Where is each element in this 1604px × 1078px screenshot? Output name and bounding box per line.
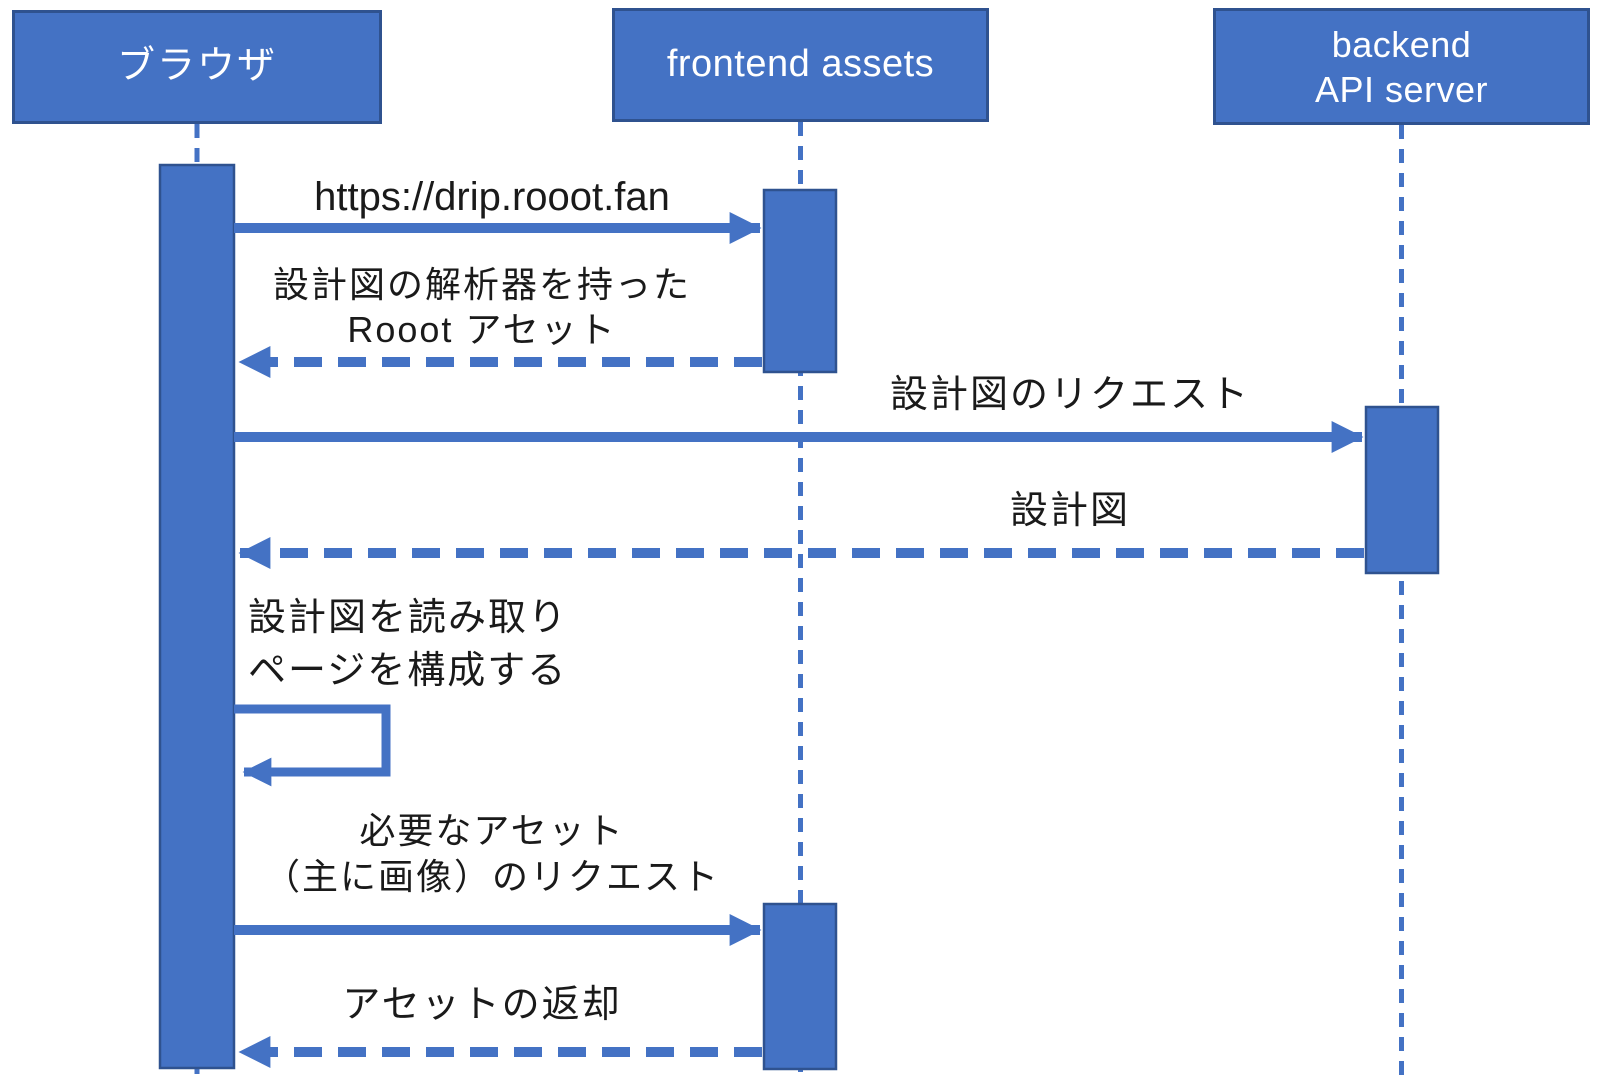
actor-browser-label: ブラウザ bbox=[116, 45, 277, 88]
activation-bar-backend bbox=[1364, 405, 1440, 575]
actor-browser: ブラウザ bbox=[12, 10, 382, 124]
message-1-label: https://drip.rooot.fan bbox=[314, 175, 670, 219]
activation-bar-frontend-1 bbox=[762, 188, 838, 374]
message-6-label-line2: （主に画像）のリクエスト bbox=[263, 856, 721, 897]
message-5-note-line1: 設計図を読み取り bbox=[248, 597, 569, 639]
message-2-label-line2: Rooot アセット bbox=[347, 309, 617, 350]
message-5-note-line2: ページを構成する bbox=[248, 650, 568, 692]
message-arrow-5-self-loop bbox=[234, 704, 391, 787]
message-6-label: 必要なアセット （主に画像）のリクエスト bbox=[264, 808, 720, 900]
message-5-note: 設計図を読み取り ページを構成する bbox=[248, 592, 568, 698]
actor-frontend-assets: frontend assets bbox=[612, 8, 989, 122]
message-4-label: 設計図 bbox=[1009, 490, 1131, 532]
activation-bar-browser bbox=[158, 163, 236, 1070]
message-6-label-line1: 必要なアセット bbox=[359, 810, 625, 851]
actor-frontend-assets-label: frontend assets bbox=[666, 43, 935, 86]
message-2-label-line1: 設計図の解析器を持った bbox=[272, 264, 692, 305]
message-2-label: 設計図の解析器を持った Rooot アセット bbox=[273, 262, 691, 352]
actor-backend-api-server: backend API server bbox=[1213, 8, 1590, 125]
message-3-label: 設計図のリクエスト bbox=[889, 374, 1251, 416]
actor-backend-label-line1: backend bbox=[1331, 23, 1472, 65]
actor-backend-label-line2: API server bbox=[1314, 68, 1489, 110]
message-7-label: アセットの返却 bbox=[342, 984, 622, 1026]
activation-bar-frontend-2 bbox=[762, 902, 838, 1071]
